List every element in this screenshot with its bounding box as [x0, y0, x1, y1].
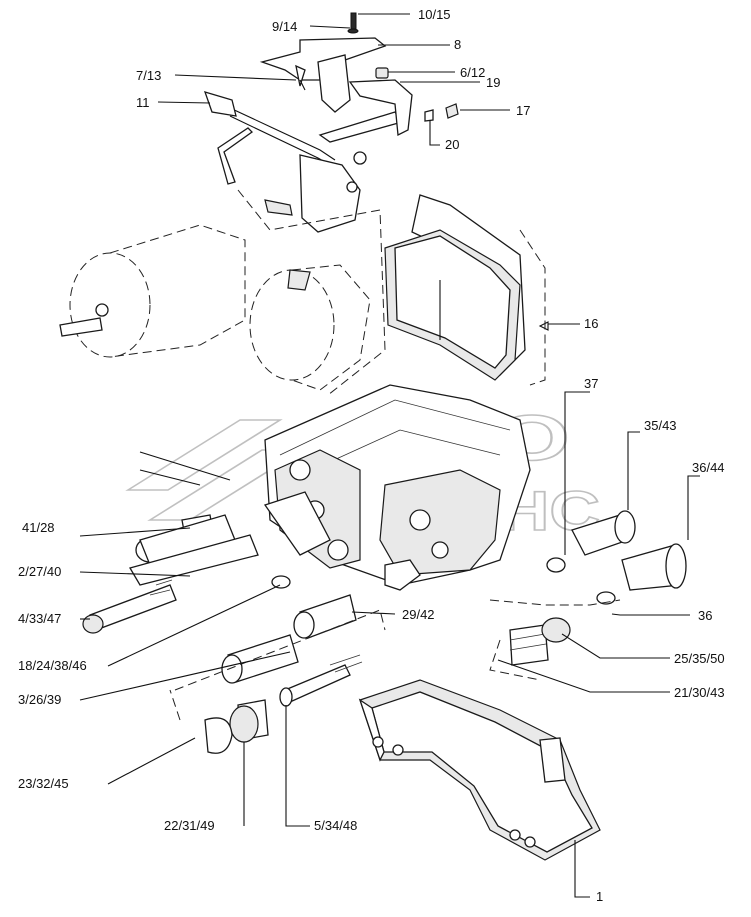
callout-10-15: 10/15 — [418, 7, 451, 22]
left-shaft-parts — [82, 451, 386, 754]
callout-20: 20 — [445, 137, 459, 152]
right-boot-parts — [489, 510, 687, 681]
callout-4-33-47: 4/33/47 — [18, 611, 61, 626]
callout-41-28: 41/28 — [22, 520, 55, 535]
callout-16: 16 — [584, 316, 598, 331]
callout-9-14: 9/14 — [272, 19, 297, 34]
callout-3-26-39: 3/26/39 — [18, 692, 61, 707]
callout-2-27-40: 2/27/40 — [18, 564, 61, 579]
leader-lines — [79, 13, 700, 898]
callout-37: 37 — [584, 376, 598, 391]
callout-36: 36 — [698, 608, 712, 623]
callout-25-35-50: 25/35/50 — [674, 651, 725, 666]
callout-18-24-38-46: 18/24/38/46 — [18, 658, 87, 673]
callout-22-31-49: 22/31/49 — [164, 818, 215, 833]
callout-36-44: 36/44 — [692, 460, 725, 475]
callout-7-13: 7/13 — [136, 68, 161, 83]
callout-17: 17 — [516, 103, 530, 118]
callout-19: 19 — [486, 75, 500, 90]
callout-29-42: 29/42 — [402, 607, 435, 622]
top-bracket-assembly — [203, 12, 459, 396]
caliper-carrier — [358, 679, 601, 861]
callout-11: 11 — [136, 95, 150, 110]
callout-35-43: 35/43 — [644, 418, 677, 433]
caliper-housing — [263, 384, 531, 591]
callout-8: 8 — [454, 37, 461, 52]
callout-6-12: 6/12 — [460, 65, 485, 80]
callout-labels: 10/15 9/14 8 7/13 6/12 19 11 17 20 16 37… — [18, 7, 725, 904]
brake-pads-assembly — [384, 194, 549, 386]
callout-1: 1 — [596, 889, 603, 904]
callout-23-32-45: 23/32/45 — [18, 776, 69, 791]
dashed-ghost-components — [59, 224, 371, 391]
callout-5-34-48: 5/34/48 — [314, 818, 357, 833]
callout-21-30-43: 21/30/43 — [674, 685, 725, 700]
